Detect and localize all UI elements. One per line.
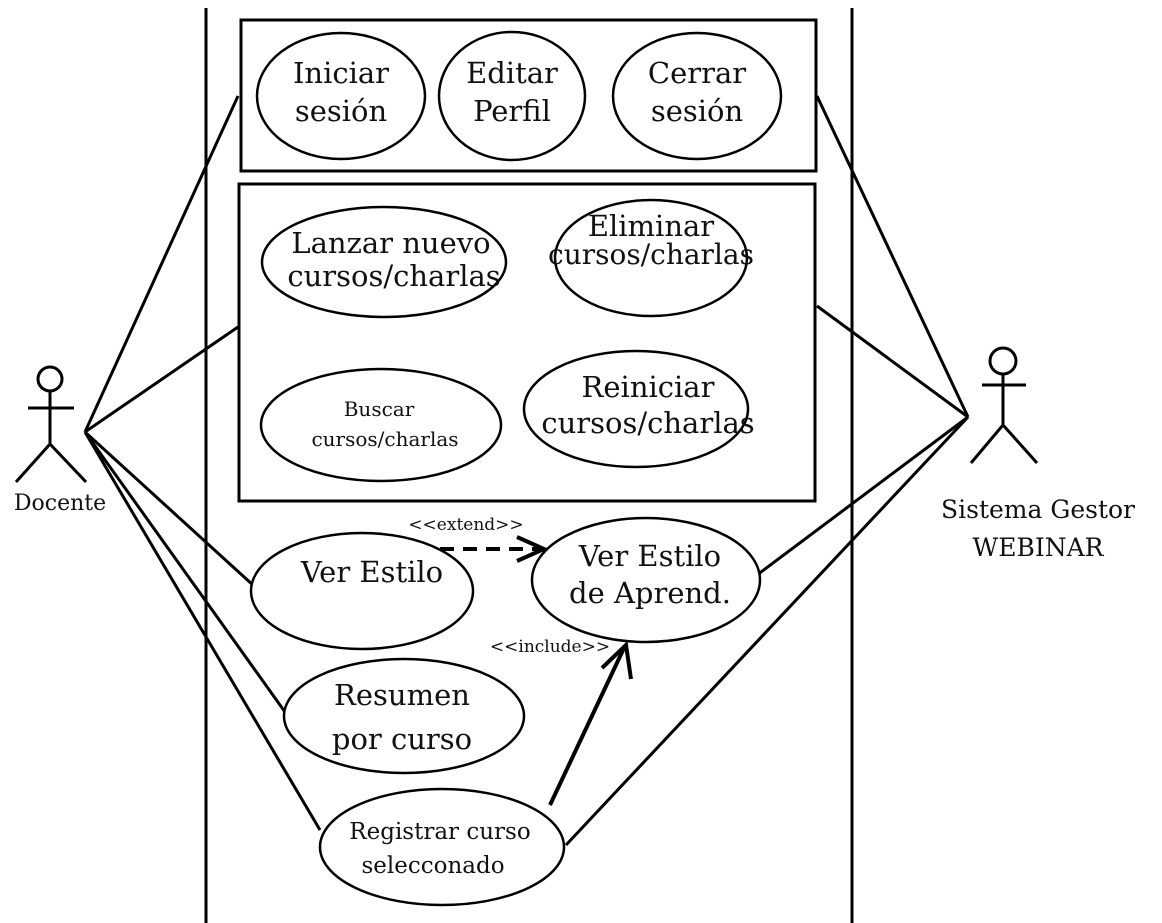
- use-case-iniciar-sesion: Iniciar sesión: [255, 31, 427, 161]
- resumen-label-1: Resumen: [334, 678, 470, 712]
- lanzar-label-2: cursos/charlas: [287, 259, 500, 293]
- cerrar-sesion-label-2: sesión: [651, 94, 743, 128]
- use-case-ver-estilo: Ver Estilo: [249, 531, 475, 651]
- courses-group-box: [237, 182, 817, 503]
- extend-label: <<extend>>: [408, 515, 523, 535]
- reiniciar-label-1: Reiniciar: [582, 370, 715, 404]
- lanzar-label-1: Lanzar nuevo: [291, 226, 490, 260]
- system-boundary: [204, 8, 854, 923]
- iniciar-sesion-label-1: Iniciar: [293, 56, 389, 90]
- stick-figure-icon: [969, 346, 1039, 465]
- eliminar-label-1: Eliminar: [588, 209, 714, 243]
- registrar-label-2: selecconado: [361, 853, 504, 879]
- assoc-sistema-courses-group: [816, 304, 969, 419]
- use-case-ver-estilo-aprend: Ver Estilo de Aprend.: [530, 516, 762, 644]
- use-case-registrar-curso: Registrar curso selecconado: [318, 787, 566, 907]
- cerrar-sesion-label-1: Cerrar: [648, 56, 746, 90]
- include-relation: <<include>>: [490, 637, 633, 806]
- use-case-buscar-cursos: Buscar cursos/charlas: [259, 367, 503, 483]
- buscar-label-1: Buscar: [344, 397, 415, 421]
- session-group-box: [239, 18, 818, 173]
- use-case-resumen-por-curso: Resumen por curso: [282, 657, 526, 775]
- assoc-docente-session-group: [83, 95, 240, 433]
- assoc-sistema-registrar: [564, 415, 970, 847]
- sistema-associations: [564, 95, 970, 847]
- docente-associations: [83, 95, 322, 831]
- use-case-editar-perfil: Editar Perfil: [437, 30, 587, 162]
- assoc-sistema-ver-estilo-aprend: [756, 415, 969, 577]
- stick-figure-icon: [14, 365, 88, 484]
- ver-estilo-aprend-label-2: de Aprend.: [569, 576, 731, 610]
- buscar-label-2: cursos/charlas: [311, 427, 458, 451]
- actor-docente: Docente: [14, 365, 106, 516]
- extend-relation: <<extend>>: [408, 515, 549, 563]
- reiniciar-label-2: cursos/charlas: [541, 406, 754, 440]
- editar-perfil-label-1: Editar: [466, 56, 558, 90]
- registrar-label-1: Registrar curso: [349, 819, 530, 845]
- assoc-docente-ver-estilo: [83, 430, 256, 588]
- use-case-cerrar-sesion: Cerrar sesión: [611, 31, 783, 161]
- actor-sistema-gestor: Sistema Gestor WEBINAR: [941, 346, 1135, 562]
- actor-sistema-label-2: WEBINAR: [973, 533, 1105, 562]
- use-case-eliminar-cursos: Eliminar cursos/charlas: [548, 198, 754, 318]
- ver-estilo-label: Ver Estilo: [300, 555, 443, 589]
- use-case-lanzar-cursos: Lanzar nuevo cursos/charlas: [260, 205, 508, 319]
- iniciar-sesion-label-2: sesión: [295, 94, 387, 128]
- use-case-reiniciar-cursos: Reiniciar cursos/charlas: [522, 349, 755, 469]
- editar-perfil-label-2: Perfil: [473, 94, 551, 128]
- ver-estilo-aprend-label-1: Ver Estilo: [578, 539, 721, 573]
- assoc-docente-courses-group: [84, 325, 239, 434]
- actor-docente-label: Docente: [14, 491, 106, 516]
- assoc-docente-registrar: [83, 431, 322, 831]
- eliminar-label-2: cursos/charlas: [548, 238, 754, 271]
- assoc-docente-resumen: [83, 431, 287, 713]
- resumen-label-2: por curso: [332, 722, 472, 756]
- actor-sistema-label-1: Sistema Gestor: [941, 495, 1135, 524]
- include-label: <<include>>: [490, 637, 610, 657]
- assoc-sistema-session-group: [815, 95, 970, 418]
